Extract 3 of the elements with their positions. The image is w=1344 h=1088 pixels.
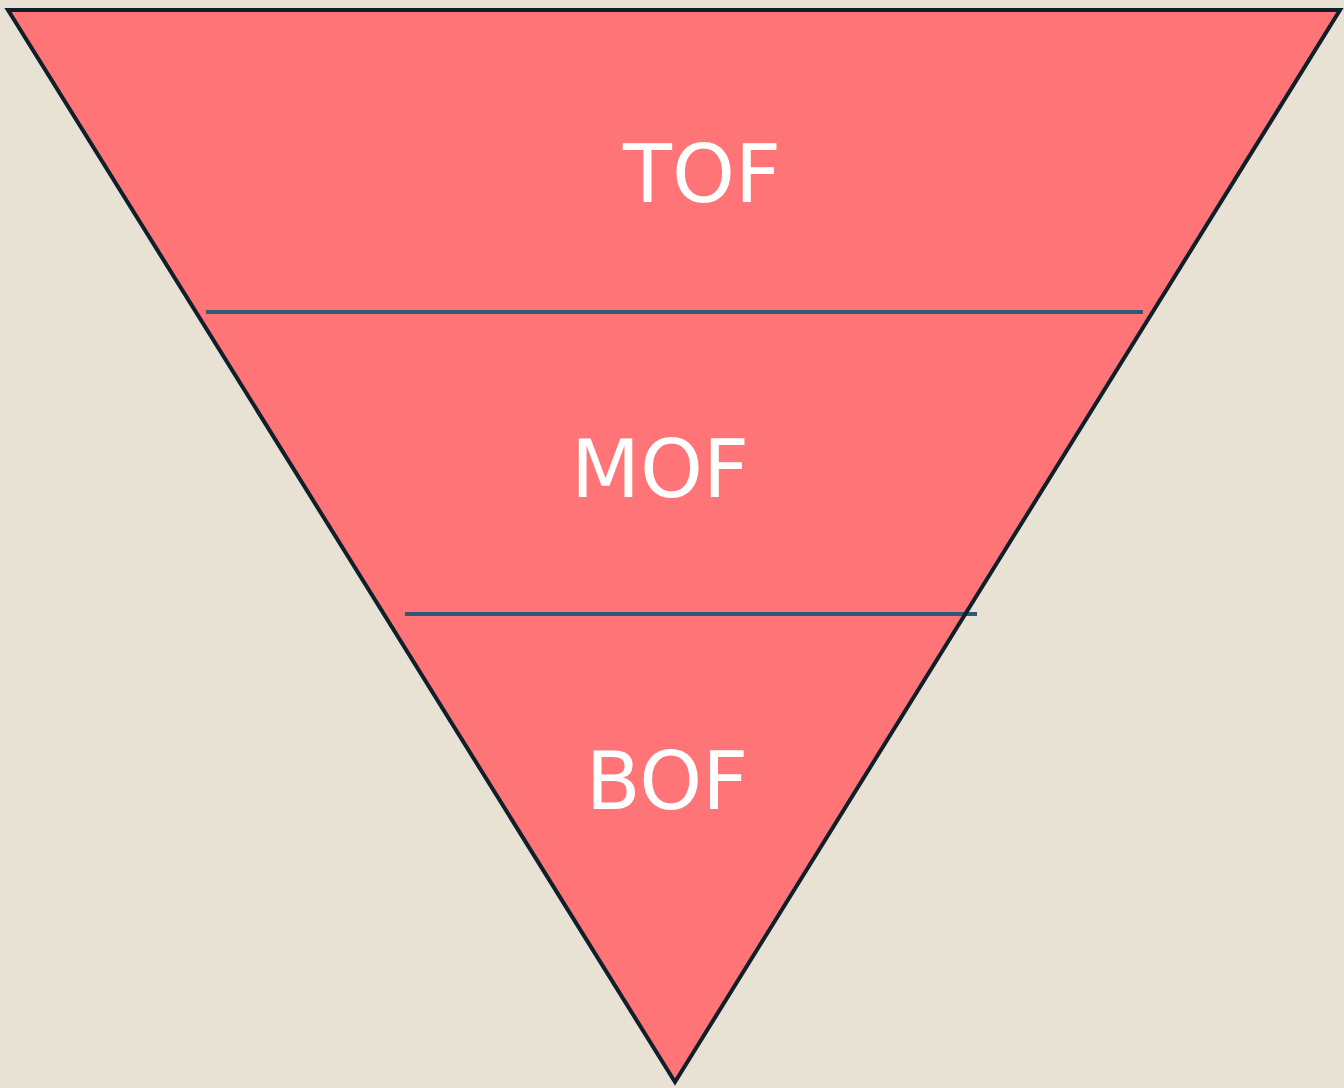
stage-label: BOF [585,742,749,822]
stage-label: MOF [571,430,749,510]
stage-label: TOF [623,135,781,215]
